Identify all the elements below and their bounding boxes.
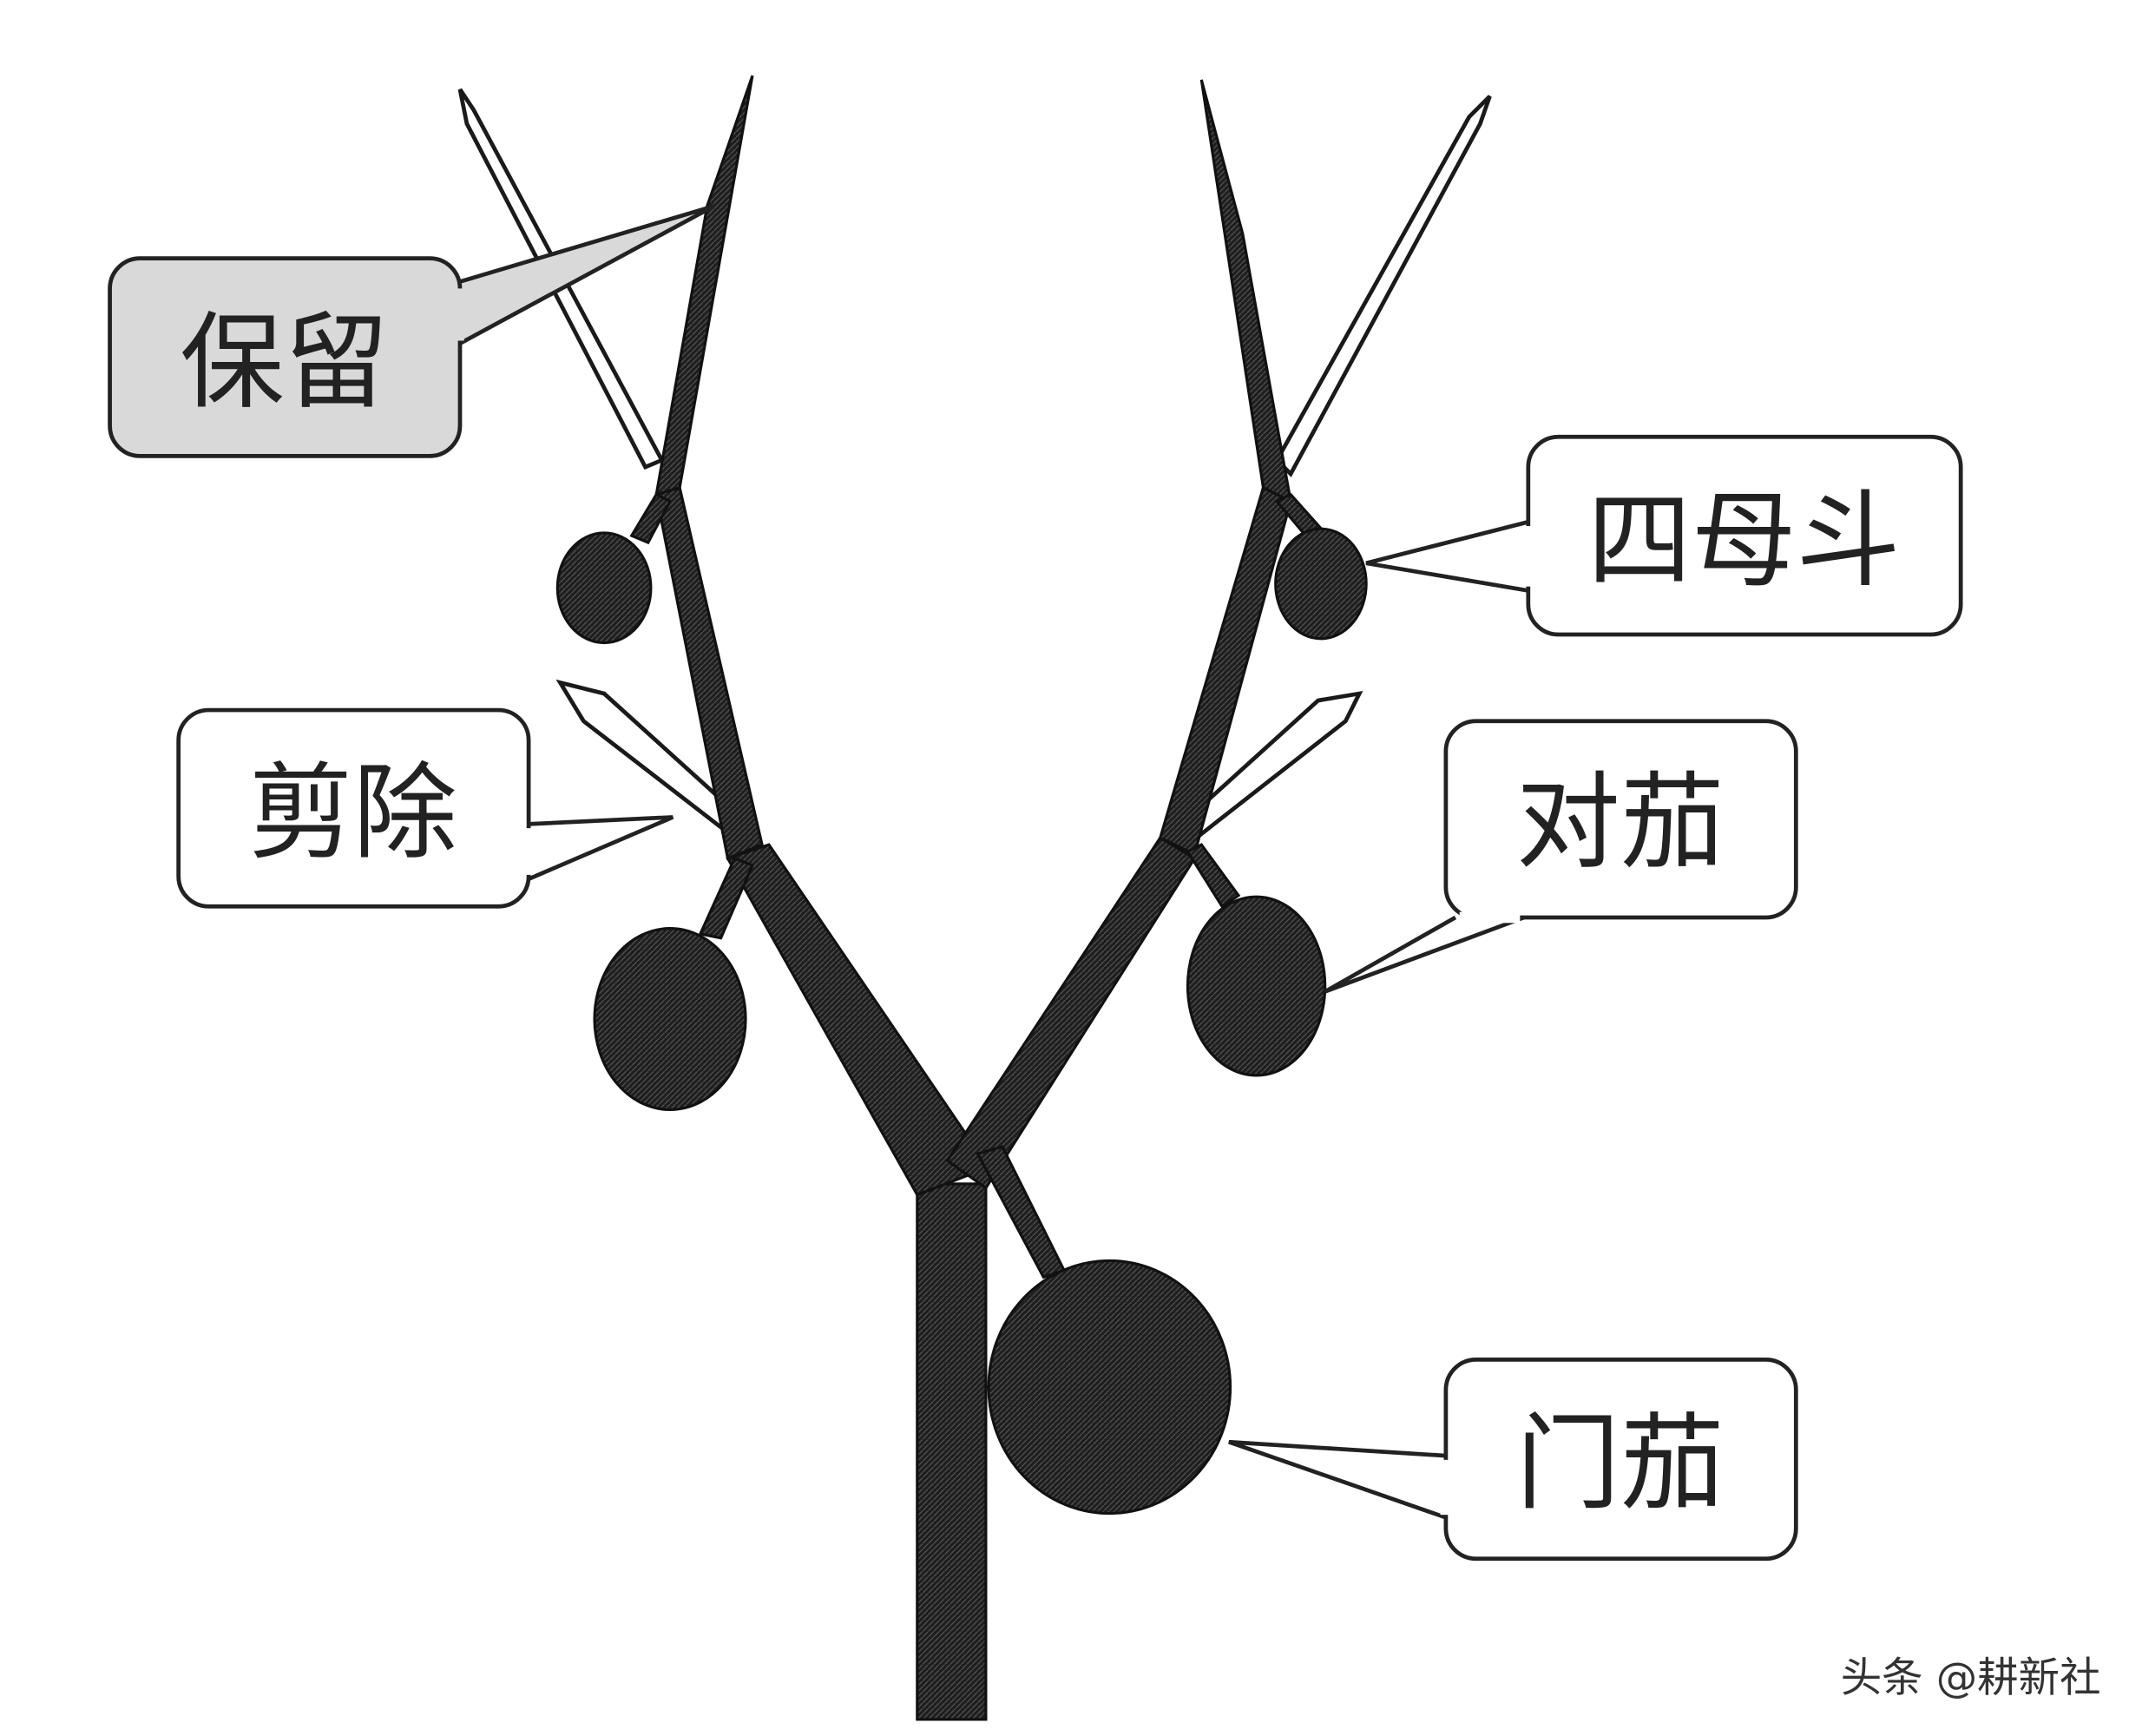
right-top-shoot [1199, 79, 1293, 504]
callout-keep: 保留 [108, 204, 715, 458]
label-sidou: 四母斗 [1587, 481, 1901, 602]
menqie-fruit [987, 1259, 1232, 1516]
duiqie-fruit [1186, 895, 1327, 1077]
removed-shoots [457, 88, 1492, 848]
left-branch-lower [726, 843, 991, 1197]
watermark: 头条 @耕新社 [1841, 1654, 2101, 1702]
label-menqie: 门茄 [1516, 1404, 1725, 1525]
fruits [555, 492, 1368, 1516]
left-mid-fruit [593, 927, 747, 1112]
callout-sidou: 四母斗 [1365, 434, 1963, 637]
removed-shoot-top-right [1274, 95, 1492, 477]
left-top-fruit [555, 531, 653, 645]
right-branch-lower [945, 836, 1197, 1190]
label-keep: 保留 [180, 302, 388, 424]
left-top-shoot [654, 75, 754, 496]
label-duiqie: 对茄 [1516, 762, 1725, 884]
callout-menqie: 门茄 [1228, 1358, 1798, 1562]
main-trunk [916, 1182, 988, 1721]
sidou-fruit [1274, 527, 1368, 641]
callout-duiqie: 对茄 [1324, 719, 1798, 994]
callout-remove: 剪除 [176, 707, 674, 909]
label-remove: 剪除 [248, 753, 457, 874]
